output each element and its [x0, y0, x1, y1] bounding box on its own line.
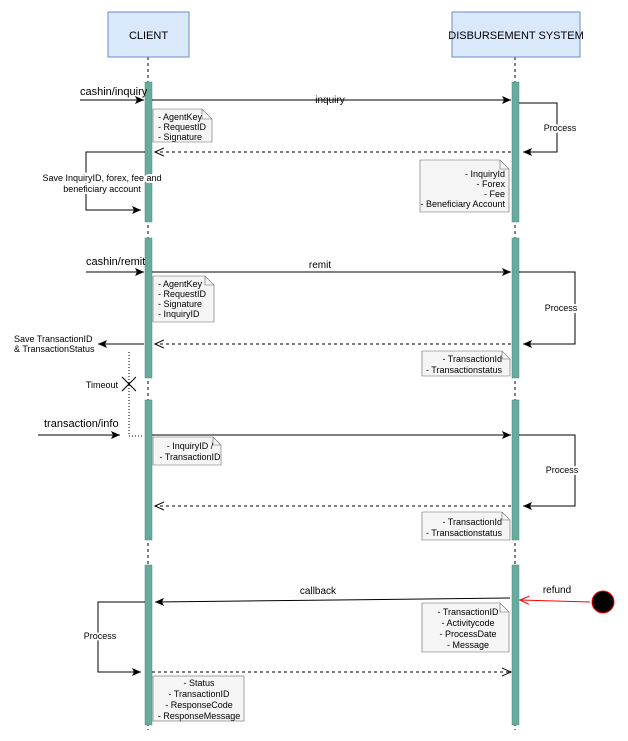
- refund-start-icon-ring: [591, 590, 615, 614]
- client-label: CLIENT: [129, 30, 168, 42]
- process-loop: [519, 102, 558, 156]
- note-line: - AgentKey: [158, 279, 203, 289]
- client-action-label: Save TransactionID: [14, 334, 93, 344]
- request-label: inquiry: [315, 95, 344, 106]
- system-activation-1: [511, 81, 520, 223]
- note-line: - Message: [447, 640, 489, 650]
- note-line: - InquiryID /: [167, 441, 214, 451]
- process-label: Process: [546, 465, 579, 475]
- process-label: Process: [544, 123, 577, 133]
- note-line: - Status: [183, 678, 215, 688]
- client-action-label: & TransactionStatus: [14, 344, 95, 354]
- request-label: remit: [309, 260, 331, 271]
- note-line: - ProcessDate: [439, 629, 496, 639]
- section-callback: refund callback - TransactionID - Activi…: [82, 585, 615, 722]
- refund-label: refund: [543, 585, 571, 596]
- note-line: - TransactionID: [437, 607, 499, 617]
- refund-arrow: [520, 600, 591, 602]
- request-note: - InquiryID / - TransactionID: [152, 436, 222, 466]
- client-participant: CLIENT: [107, 11, 190, 58]
- system-activation-2: [511, 237, 520, 379]
- note-line: - Transactionstatus: [426, 528, 503, 538]
- system-activation-3: [511, 399, 520, 541]
- note-line: - TransactionID: [168, 689, 230, 699]
- note-line: - AgentKey: [158, 112, 203, 122]
- request-note: - AgentKey - RequestID - Signature - Inq…: [152, 275, 215, 323]
- process-label: Process: [545, 303, 578, 313]
- note-line: - InquiryID: [158, 309, 200, 319]
- callback-arrow: [154, 597, 511, 606]
- client-action-label: beneficiary account: [63, 184, 141, 194]
- client-activation-4: [144, 564, 153, 726]
- note-line: - TransactionId: [442, 354, 502, 364]
- response-note: - TransactionId - Transactionstatus: [421, 350, 511, 377]
- request-note: - AgentKey - RequestID - Signature: [152, 108, 213, 143]
- note-line: - RequestID: [158, 289, 207, 299]
- trigger-label: transaction/info: [44, 418, 119, 430]
- system-participant: DISBURSEMENT SYSTEM: [448, 11, 584, 58]
- note-line: - Forex: [476, 179, 505, 189]
- note-line: - Transactionstatus: [426, 365, 503, 375]
- timeout-x-icon: [121, 376, 137, 392]
- note-line: - ResponseCode: [165, 700, 233, 710]
- process-label: Process: [84, 631, 117, 641]
- section-inquiry: cashin/inquiry inquiry - AgentKey - Requ…: [40, 86, 579, 214]
- request-note: - TransactionID - Activitycode - Process…: [421, 602, 510, 653]
- note-line: - InquiryId: [465, 169, 505, 179]
- client-activation-2: [144, 237, 153, 379]
- response-note: - TransactionId - Transactionstatus: [421, 511, 511, 541]
- response-note: - InquiryId - Forex - Fee - Beneficiary …: [419, 159, 510, 213]
- timeout-label: Timeout: [86, 380, 119, 390]
- client-action-label: Save InquiryID, forex, fee and: [42, 173, 161, 183]
- client-action-loop: [85, 151, 145, 214]
- trigger-label: cashin/remit: [86, 256, 145, 268]
- trigger-label: cashin/inquiry: [80, 86, 148, 98]
- process-loop: [97, 601, 145, 676]
- section-remit: cashin/remit remit - AgentKey - RequestI…: [14, 256, 580, 437]
- process-loop: [519, 271, 576, 348]
- callback-label: callback: [300, 586, 337, 597]
- note-line: - Signature: [158, 132, 202, 142]
- note-line: - RequestID: [158, 122, 207, 132]
- note-line: - Beneficiary Account: [420, 199, 505, 209]
- refund-start-icon: [592, 591, 614, 613]
- note-line: - TransactionID: [159, 452, 221, 462]
- client-activation-1: [144, 81, 153, 223]
- note-line: - Activitycode: [441, 618, 494, 628]
- response-note: - Status - TransactionID - ResponseCode …: [152, 675, 245, 722]
- note-line: - Signature: [158, 299, 202, 309]
- process-loop: [519, 434, 576, 510]
- section-transaction-info: transaction/info - InquiryID / - Transac…: [38, 418, 581, 541]
- system-label: DISBURSEMENT SYSTEM: [448, 30, 584, 42]
- note-line: - TransactionId: [442, 517, 502, 527]
- note-line: - ResponseMessage: [158, 711, 241, 721]
- client-activation-3: [144, 399, 153, 541]
- activation-bars: [144, 81, 520, 726]
- note-line: - Fee: [484, 189, 505, 199]
- system-activation-4: [511, 564, 520, 726]
